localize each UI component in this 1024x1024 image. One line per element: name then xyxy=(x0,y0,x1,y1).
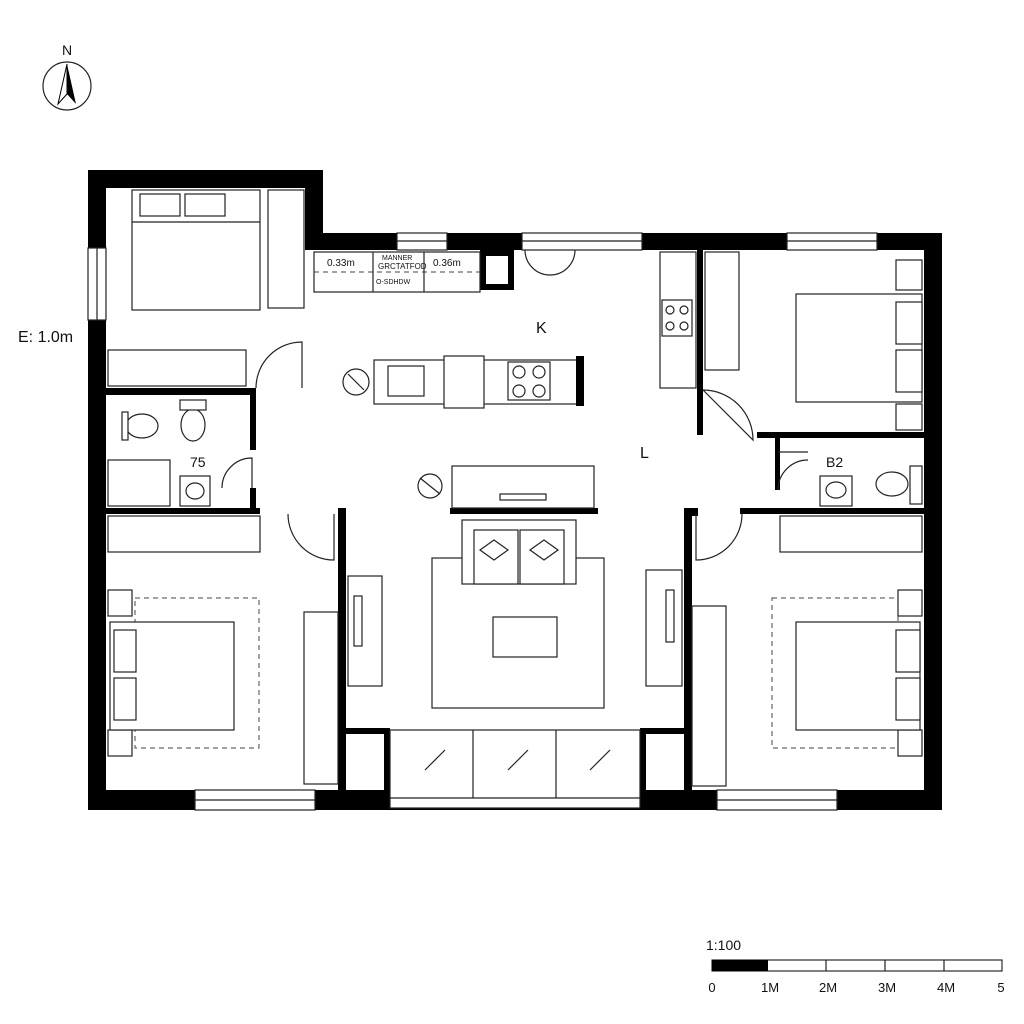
counter-mid-bottom: GRCTATFOD xyxy=(378,262,427,271)
scale-tick: 3M xyxy=(878,980,896,995)
living-furniture xyxy=(347,465,683,709)
kitchen-island xyxy=(342,251,697,409)
counter-right-label: 0.36m xyxy=(433,258,461,269)
kitchen-label: K xyxy=(536,320,547,337)
bed-top-right xyxy=(704,251,923,431)
scale-tick: 4M xyxy=(937,980,955,995)
bed-lower-left xyxy=(107,515,339,785)
bathroom-2 xyxy=(819,465,923,507)
counter-mid-top: MANNER xyxy=(382,255,412,262)
scale-tick: 2M xyxy=(819,980,837,995)
counter-small-label: O-SDHDW xyxy=(376,279,411,286)
scale-tick: 5 xyxy=(997,980,1004,995)
compass-label: N xyxy=(62,42,72,58)
bathroom-1 xyxy=(107,399,211,507)
scale-bar xyxy=(711,959,1003,972)
scale-ratio: 1:100 xyxy=(706,937,741,953)
windows xyxy=(87,232,878,811)
scale-tick: 1M xyxy=(761,980,779,995)
scale-tick: 0 xyxy=(708,980,715,995)
living-label: L xyxy=(640,445,649,462)
kitchen-counter xyxy=(313,251,481,293)
elevation-label: E: 1.0m xyxy=(18,329,73,346)
bed-lower-right xyxy=(691,515,923,787)
bed-top-left xyxy=(107,189,305,387)
north-arrow-icon xyxy=(42,61,92,111)
bath1-label: 75 xyxy=(190,454,206,470)
counter-left-label: 0.33m xyxy=(327,258,355,269)
bath2-label: B2 xyxy=(826,454,843,470)
doors xyxy=(221,249,809,561)
